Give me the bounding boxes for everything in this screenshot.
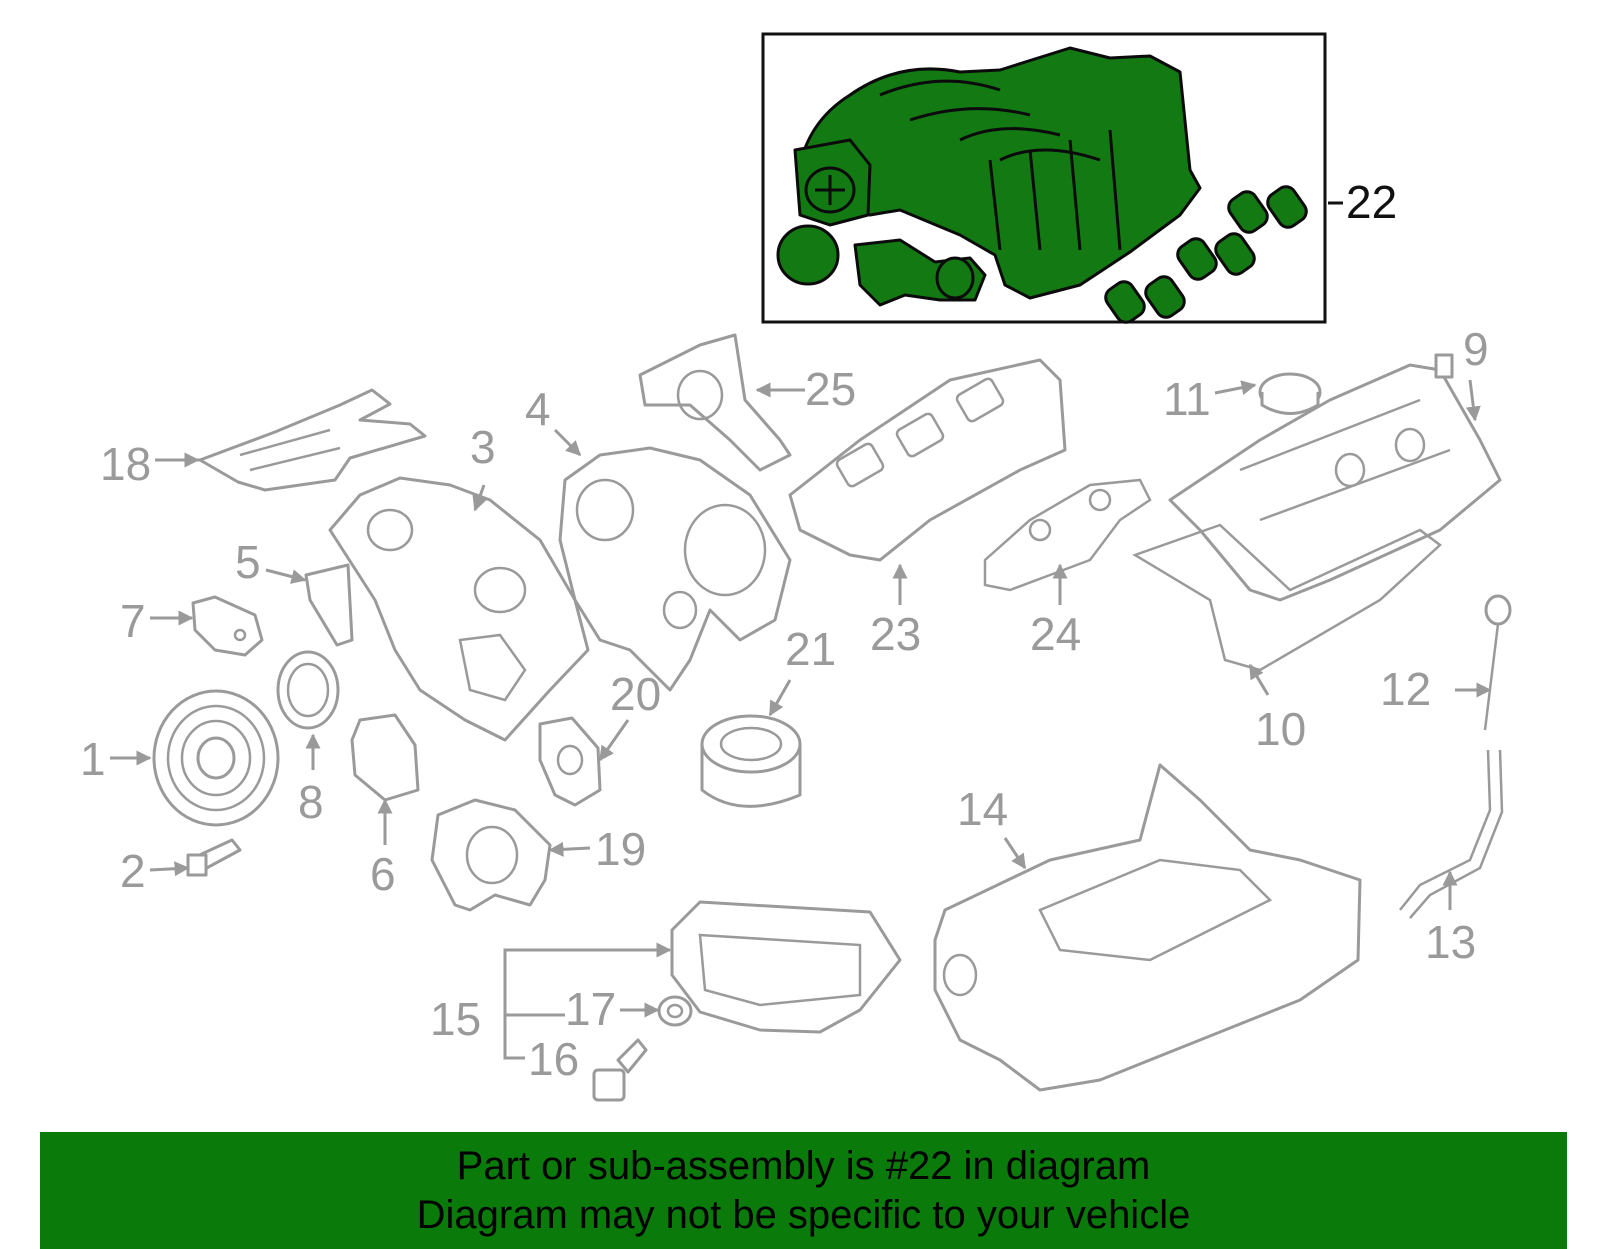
callout-16: 16	[528, 1033, 579, 1085]
part-18-heat-shield[interactable]	[198, 388, 427, 492]
part-15-lower-oil-pan[interactable]	[670, 900, 902, 1034]
part-7-bracket[interactable]	[191, 595, 264, 657]
callout-3: 3	[470, 421, 496, 473]
part-5-gasket[interactable]	[304, 563, 354, 647]
callout-25: 25	[805, 363, 856, 415]
part-20-oil-cooler[interactable]	[538, 716, 602, 807]
callouts: 1 2 3 4 5 6 7 8 9 10 11 12 13 14 15 16 1…	[80, 176, 1489, 1085]
intake-manifold-shape	[798, 46, 1202, 300]
part-1-crank-pulley[interactable]	[152, 689, 280, 827]
intake-port-gaskets	[1104, 185, 1308, 324]
callout-9: 9	[1463, 323, 1489, 375]
part-13-dipstick-tube[interactable]	[1399, 749, 1504, 919]
part-16-drain-bolt[interactable]	[592, 1038, 648, 1102]
info-banner: Part or sub-assembly is #22 in diagram D…	[40, 1132, 1567, 1249]
callout-8: 8	[298, 776, 324, 828]
actuator-valve	[853, 238, 987, 307]
callout-19: 19	[595, 823, 646, 875]
part-2-pulley-bolt[interactable]	[186, 838, 242, 877]
part-25-bracket[interactable]	[638, 333, 792, 472]
part-14-upper-oil-pan[interactable]	[933, 763, 1362, 1092]
part-24-gasket[interactable]	[983, 478, 1152, 592]
part-19-oil-pump[interactable]	[430, 798, 552, 912]
throttle-body	[793, 138, 872, 227]
callout-24: 24	[1030, 608, 1081, 660]
callout-11: 11	[1163, 373, 1211, 425]
part-21-oil-filter[interactable]	[700, 714, 802, 808]
part-6-gasket[interactable]	[350, 713, 420, 802]
part-10-valve-cover-gasket[interactable]	[1132, 523, 1442, 672]
throttle-gasket	[776, 224, 840, 286]
callout-10: 10	[1255, 703, 1306, 755]
callout-1: 1	[80, 733, 106, 785]
part-3-timing-cover[interactable]	[328, 476, 590, 742]
callout-2: 2	[120, 845, 146, 897]
callout-6: 6	[370, 848, 396, 900]
part-9-valve-cover[interactable]	[1168, 353, 1502, 602]
callout-14: 14	[957, 783, 1008, 835]
part-23-intake-lower[interactable]	[788, 358, 1067, 562]
callout-4: 4	[525, 383, 551, 435]
part-22-intake-manifold-box[interactable]	[761, 32, 1343, 326]
part-12-dipstick[interactable]	[1483, 594, 1512, 731]
part-17-washer[interactable]	[657, 995, 693, 1027]
part-11-oil-cap[interactable]	[1258, 372, 1322, 415]
part-4-front-cover[interactable]	[558, 446, 792, 692]
callout-12: 12	[1380, 663, 1431, 715]
banner-line-disclaimer: Diagram may not be specific to your vehi…	[416, 1192, 1191, 1237]
callout-7: 7	[120, 595, 146, 647]
callout-20: 20	[610, 668, 661, 720]
callout-13: 13	[1425, 916, 1476, 968]
banner-line-part: Part or sub-assembly is #22 in diagram	[456, 1143, 1151, 1188]
callout-5: 5	[235, 536, 261, 588]
leader-lines	[110, 379, 1492, 1060]
callout-17: 17	[565, 983, 616, 1035]
callout-18: 18	[100, 438, 151, 490]
callout-21: 21	[785, 623, 836, 675]
callout-22: 22	[1346, 176, 1397, 228]
callout-15: 15	[430, 993, 481, 1045]
part-8-seal[interactable]	[276, 650, 340, 730]
callout-23: 23	[870, 608, 921, 660]
